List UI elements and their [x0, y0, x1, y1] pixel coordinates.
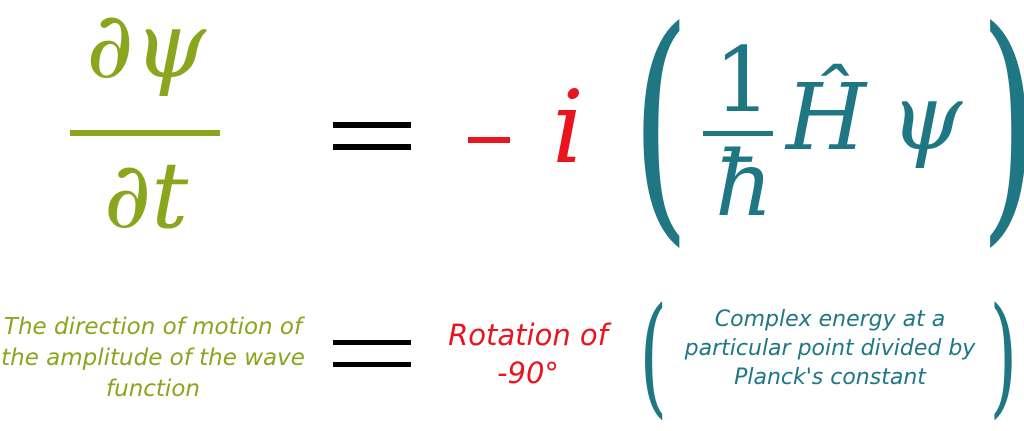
caption-derivative: The direction of motion of the amplitude…: [1, 314, 305, 402]
imaginary-unit: i: [552, 69, 584, 186]
fraction-bar: [70, 130, 220, 136]
caption-right-parenthesis: ): [989, 279, 1018, 431]
partial-t-denominator: ∂t: [103, 142, 189, 249]
partial-psi-numerator: ∂ψ: [86, 0, 206, 99]
inner-numerator-one: 1: [714, 28, 772, 133]
caption-equals-sign: [333, 340, 411, 368]
minus-sign: [468, 137, 510, 143]
inner-fraction-bar: [703, 131, 773, 136]
hamiltonian-operator: Ĥ: [786, 64, 867, 171]
equals-sign: [333, 122, 411, 150]
caption-rotation: Rotation of -90°: [448, 318, 608, 390]
caption-energy: Complex energy at a particular point div…: [684, 307, 976, 390]
left-parenthesis: (: [631, 0, 691, 268]
right-parenthesis: ): [980, 0, 1024, 248]
wave-function-psi: ψ: [890, 64, 963, 171]
caption-left-parenthesis: (: [639, 279, 668, 431]
h-bar: ħ: [715, 132, 773, 237]
